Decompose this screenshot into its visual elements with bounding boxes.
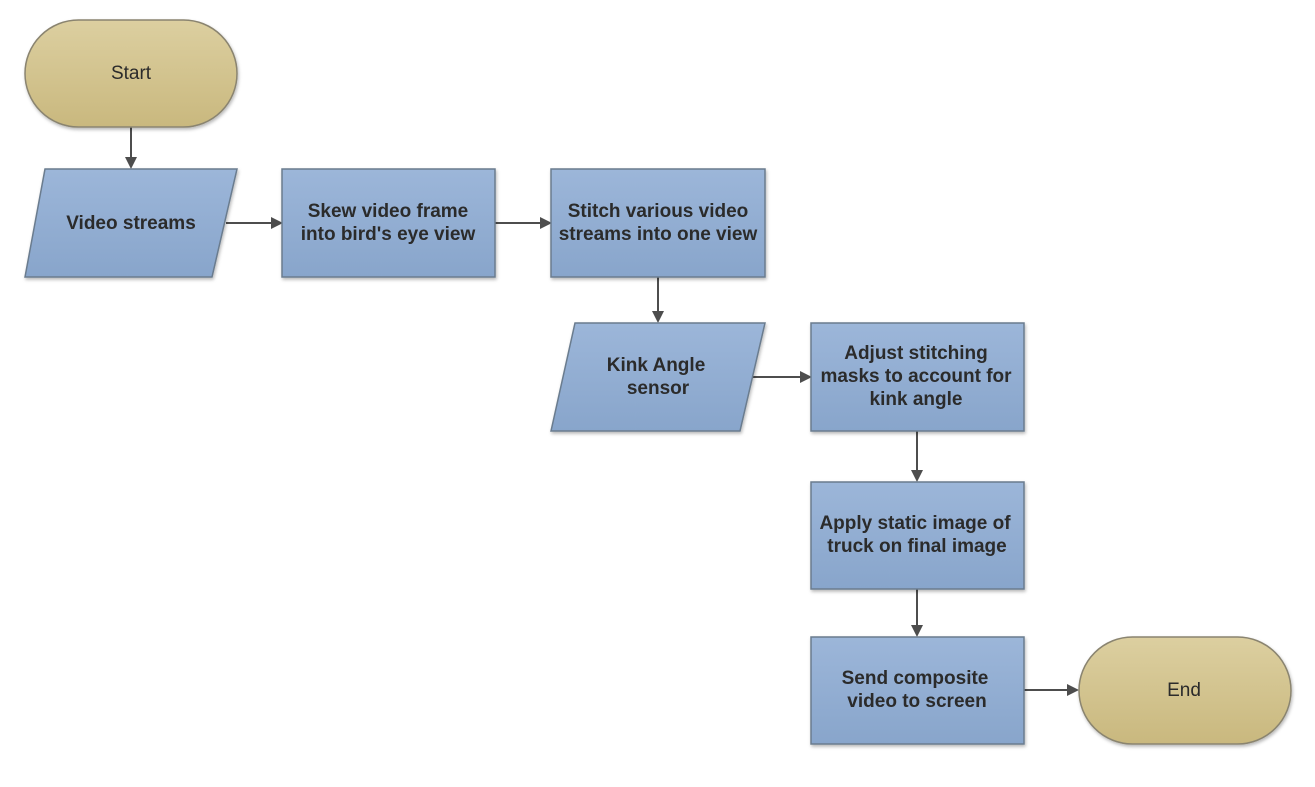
start-label: Start bbox=[111, 63, 152, 84]
skew-process-shape bbox=[281, 168, 496, 278]
kink-sensor-label-line-1: Kink Angle bbox=[607, 355, 706, 376]
adjust-node: Adjust stitching masks to account for ki… bbox=[810, 322, 1025, 432]
skew-label-line-2: into bird's eye view bbox=[301, 224, 476, 245]
video-streams-label: Video streams bbox=[66, 213, 196, 234]
adjust-label-line-1: Adjust stitching bbox=[844, 343, 988, 364]
apply-label-line-1: Apply static image of bbox=[819, 513, 1011, 534]
stitch-label-line-2: streams into one view bbox=[559, 224, 758, 245]
end-node: End bbox=[1078, 636, 1292, 745]
end-terminal-shape bbox=[1078, 636, 1292, 745]
video-streams-node: Video streams bbox=[24, 168, 238, 278]
send-label-line-1: Send composite bbox=[842, 668, 989, 689]
send-process-shape bbox=[810, 636, 1025, 745]
apply-label-line-2: truck on final image bbox=[827, 536, 1006, 557]
connectors bbox=[125, 127, 1079, 696]
apply-process-shape bbox=[810, 481, 1025, 590]
end-label: End bbox=[1167, 680, 1201, 701]
adjust-process-shape bbox=[810, 322, 1025, 432]
stitch-node: Stitch various video streams into one vi… bbox=[550, 168, 766, 278]
kink-sensor-parallelogram-shape bbox=[550, 322, 766, 432]
kink-sensor-node: Kink Angle sensor bbox=[550, 322, 766, 432]
video-streams-parallelogram-shape bbox=[24, 168, 238, 278]
skew-label-line-1: Skew video frame bbox=[308, 201, 469, 222]
apply-node: Apply static image of truck on final ima… bbox=[810, 481, 1025, 590]
stitch-label-line-1: Stitch various video bbox=[568, 201, 749, 222]
send-label-line-2: video to screen bbox=[847, 691, 986, 712]
skew-node: Skew video frame into bird's eye view bbox=[281, 168, 496, 278]
stitch-process-shape bbox=[550, 168, 766, 278]
start-node: Start bbox=[24, 19, 238, 128]
send-node: Send composite video to screen bbox=[810, 636, 1025, 745]
adjust-label-line-3: kink angle bbox=[870, 389, 963, 410]
start-terminal-shape bbox=[24, 19, 238, 128]
kink-sensor-label-line-2: sensor bbox=[627, 378, 690, 399]
adjust-label-line-2: masks to account for bbox=[820, 366, 1012, 387]
